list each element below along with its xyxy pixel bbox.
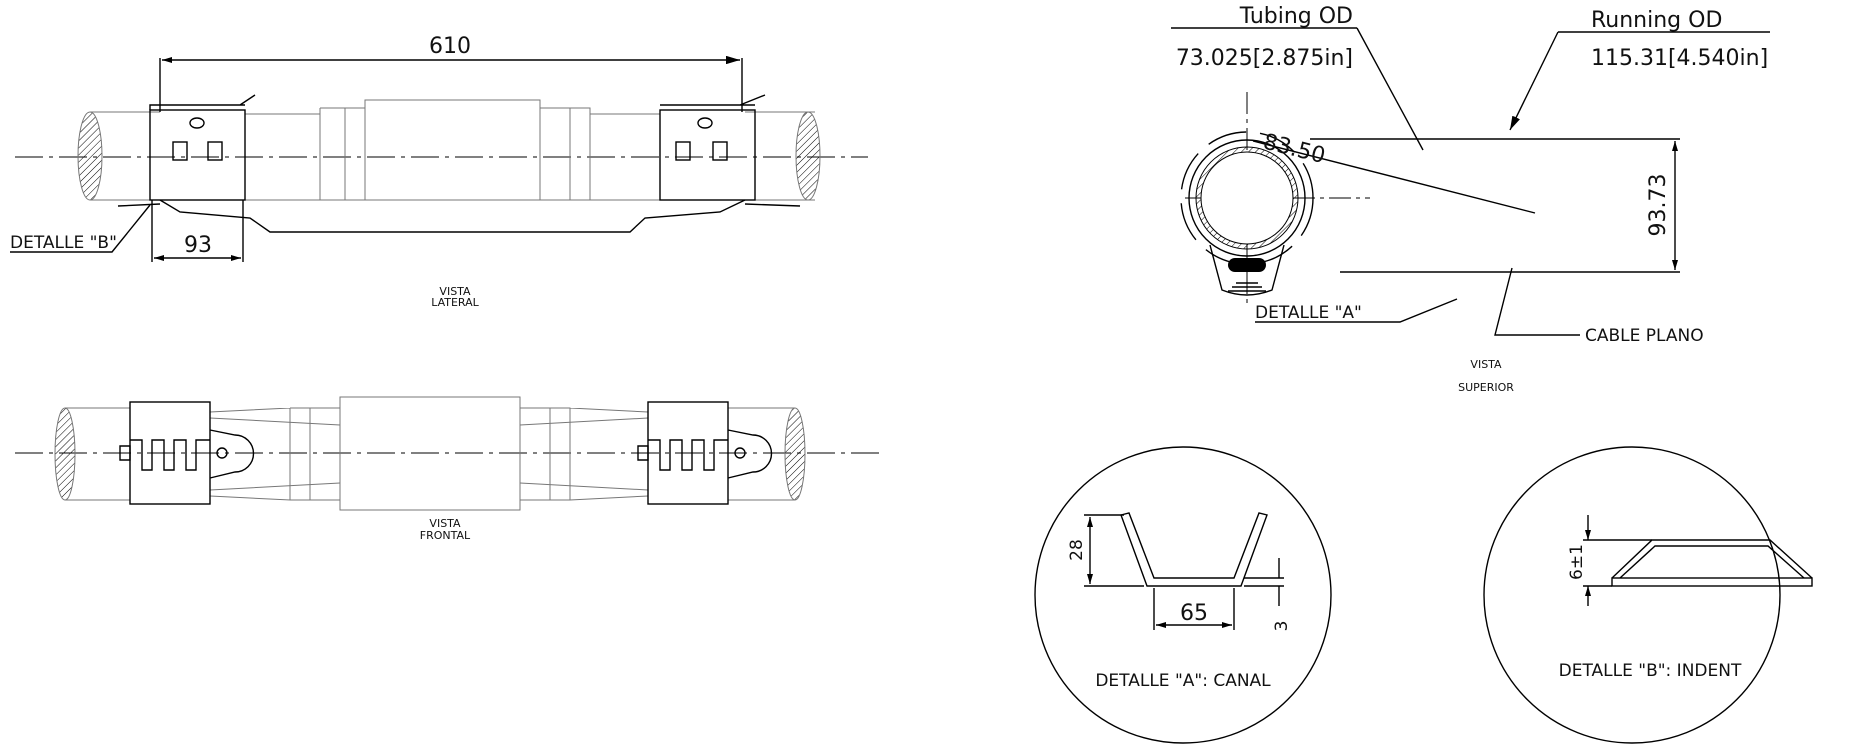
dim-93-73-label: 93.73: [1646, 174, 1671, 237]
flat-cable: [159, 199, 746, 233]
lateral-view: 610 93 DETALLE "B" VISTA LATERAL: [10, 34, 868, 309]
tubing-od-value: 73.025[2.875in]: [1176, 46, 1353, 71]
pipe-section-left: [77, 111, 103, 201]
view-title-frontal-2: FRONTAL: [420, 529, 471, 542]
detail-a-callout: DETALLE "A": [1255, 303, 1362, 323]
running-od-label: Running OD: [1591, 8, 1722, 33]
detail-b-caption: DETALLE "B": INDENT: [1559, 661, 1742, 681]
clamp-right: [659, 94, 766, 201]
detail-b: 6±1 DETALLE "B": INDENT: [1483, 446, 1813, 744]
dim-610-label: 610: [429, 34, 471, 59]
superior-view: Tubing OD 73.025[2.875in] Running OD 115…: [1171, 4, 1770, 394]
clamp-right-frontal: [637, 401, 773, 505]
cable-plano-label: CABLE PLANO: [1585, 326, 1704, 346]
detail-b-callout: DETALLE "B": [10, 233, 117, 253]
view-title-superior-1: VISTA: [1470, 358, 1502, 371]
pipe-section-right: [795, 111, 821, 201]
view-title-frontal-1: VISTA: [429, 517, 461, 530]
detail-a-caption: DETALLE "A": CANAL: [1095, 671, 1271, 691]
dim-93-label: 93: [184, 233, 212, 258]
clamp-left-frontal: [119, 401, 255, 505]
view-title-lateral-1: VISTA: [439, 285, 471, 298]
detail-a-dim-3: 3: [1272, 621, 1292, 632]
view-title-lateral-2: LATERAL: [431, 296, 479, 309]
detail-b-dim: 6±1: [1567, 544, 1587, 580]
frontal-view: VISTA FRONTAL: [15, 396, 885, 542]
running-od-value: 115.31[4.540in]: [1591, 46, 1768, 71]
tubing-od-label: Tubing OD: [1239, 4, 1353, 29]
clamp-left: [149, 94, 256, 201]
detail-a-dim-65: 65: [1180, 601, 1208, 626]
detail-a-dim-28: 28: [1067, 539, 1087, 561]
view-title-superior-2: SUPERIOR: [1458, 381, 1514, 394]
detail-a: 28 65 3 DETALLE "A": CANAL: [1034, 446, 1332, 744]
